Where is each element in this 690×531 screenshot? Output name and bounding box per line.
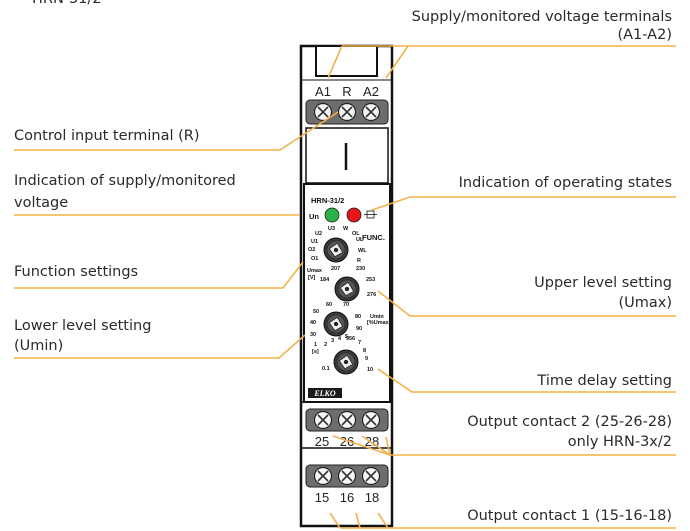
scale-label: UL bbox=[356, 237, 364, 243]
scale-label: 5 bbox=[345, 334, 348, 340]
time-delay-label: Time delay setting bbox=[537, 373, 672, 389]
scale-label: 6 bbox=[352, 336, 355, 342]
relay-symbol-icon bbox=[364, 210, 377, 219]
scale-label: 207 bbox=[331, 266, 340, 272]
brand-logo: ELKO bbox=[313, 389, 336, 398]
scale-label: OL bbox=[352, 231, 360, 237]
scale-label: 9 bbox=[365, 356, 368, 362]
scale-label: 253 bbox=[366, 277, 375, 283]
output1-label: Output contact 1 (15-16-18) bbox=[467, 508, 672, 524]
screw-icon[interactable] bbox=[361, 410, 381, 430]
header-fragment: HRN-31/2 bbox=[32, 0, 102, 8]
control-input-label: Control input terminal (R) bbox=[14, 128, 200, 144]
scale-label: 276 bbox=[367, 292, 376, 298]
indication-supply-label: Indication of supply/monitored bbox=[14, 173, 236, 189]
top-terminal-labels: A1 R A2 bbox=[315, 84, 379, 99]
scale-label: 10 bbox=[367, 367, 373, 373]
scale-label: Umax bbox=[307, 268, 323, 274]
screw-icon[interactable] bbox=[313, 466, 333, 486]
terminal-label: 15 bbox=[315, 490, 329, 505]
scale-label: Umin bbox=[370, 314, 384, 320]
red-led bbox=[346, 207, 362, 223]
callout-lines bbox=[14, 45, 676, 529]
scale-label: 230 bbox=[356, 266, 365, 272]
function-settings-label: Function settings bbox=[14, 264, 139, 280]
scale-label: U2 bbox=[315, 231, 322, 237]
scale-label: U1 bbox=[311, 239, 318, 245]
scale-label: WL bbox=[358, 248, 367, 254]
scale-label: FUNC. bbox=[362, 233, 385, 242]
supply-terminals-label: Supply/monitored voltage terminals bbox=[411, 9, 672, 25]
screw-icon[interactable] bbox=[337, 410, 357, 430]
screw-icon[interactable] bbox=[337, 102, 357, 122]
supply-terminals-sublabel: (A1-A2) bbox=[617, 27, 672, 43]
time-knob[interactable] bbox=[333, 349, 359, 375]
scale-label: 0.1 bbox=[322, 366, 330, 372]
scale-label: [s] bbox=[312, 349, 319, 355]
screw-icon[interactable] bbox=[313, 410, 333, 430]
umax-knob[interactable] bbox=[334, 276, 360, 302]
screw-icon[interactable] bbox=[313, 102, 333, 122]
function-knob[interactable] bbox=[323, 237, 349, 263]
scale-label: 80 bbox=[355, 314, 361, 320]
scale-label: 8 bbox=[363, 348, 366, 354]
terminal-label: A1 bbox=[315, 84, 331, 99]
model-label: HRN-31/2 bbox=[311, 196, 344, 205]
scale-label: 60 bbox=[326, 302, 332, 308]
scale-label: 90 bbox=[356, 326, 362, 332]
upper-level-sublabel: (Umax) bbox=[618, 295, 672, 311]
lower-level-sublabel: (Umin) bbox=[14, 338, 64, 354]
scale-label: 184 bbox=[320, 277, 330, 283]
terminal-label: 25 bbox=[315, 434, 329, 449]
output2-label: Output contact 2 (25-26-28) bbox=[467, 414, 672, 430]
led-un-label: Un bbox=[309, 212, 319, 221]
scale-label: O2 bbox=[308, 247, 315, 253]
green-led bbox=[324, 207, 340, 223]
scale-label: 30 bbox=[310, 332, 316, 338]
screw-icon[interactable] bbox=[337, 466, 357, 486]
indication-supply-label-2: voltage bbox=[14, 195, 69, 211]
scale-label: 2 bbox=[324, 342, 327, 348]
upper-level-label: Upper level setting bbox=[534, 275, 672, 291]
terminal-label: R bbox=[342, 84, 351, 99]
terminal-label: 16 bbox=[340, 490, 354, 505]
lower-level-label: Lower level setting bbox=[14, 318, 152, 334]
output2-sublabel: only HRN-3x/2 bbox=[567, 434, 672, 450]
terminal-label: A2 bbox=[363, 84, 379, 99]
umin-knob[interactable] bbox=[323, 311, 349, 337]
output1-terminal-labels: 15 16 18 bbox=[315, 490, 379, 505]
scale-label: [%Umax] bbox=[367, 320, 391, 326]
indication-operating-label: Indication of operating states bbox=[458, 175, 672, 191]
scale-label: R bbox=[357, 258, 361, 264]
screw-icon[interactable] bbox=[361, 102, 381, 122]
screw-icon[interactable] bbox=[361, 466, 381, 486]
scale-label: 40 bbox=[310, 320, 316, 326]
scale-label: O1 bbox=[311, 256, 318, 262]
scale-label: 1 bbox=[314, 342, 317, 348]
scale-label: U3 bbox=[328, 226, 335, 232]
terminal-label: 18 bbox=[365, 490, 379, 505]
terminal-screws bbox=[313, 102, 381, 486]
scale-label: 3 bbox=[331, 338, 334, 344]
scale-label: 95 bbox=[346, 336, 352, 342]
scale-label: 50 bbox=[313, 309, 319, 315]
scale-label: 70 bbox=[343, 302, 349, 308]
scale-label: 7 bbox=[358, 340, 361, 346]
scale-label: 4 bbox=[338, 336, 342, 342]
scale-label: W bbox=[343, 226, 349, 232]
scale-label: [V] bbox=[308, 275, 316, 281]
